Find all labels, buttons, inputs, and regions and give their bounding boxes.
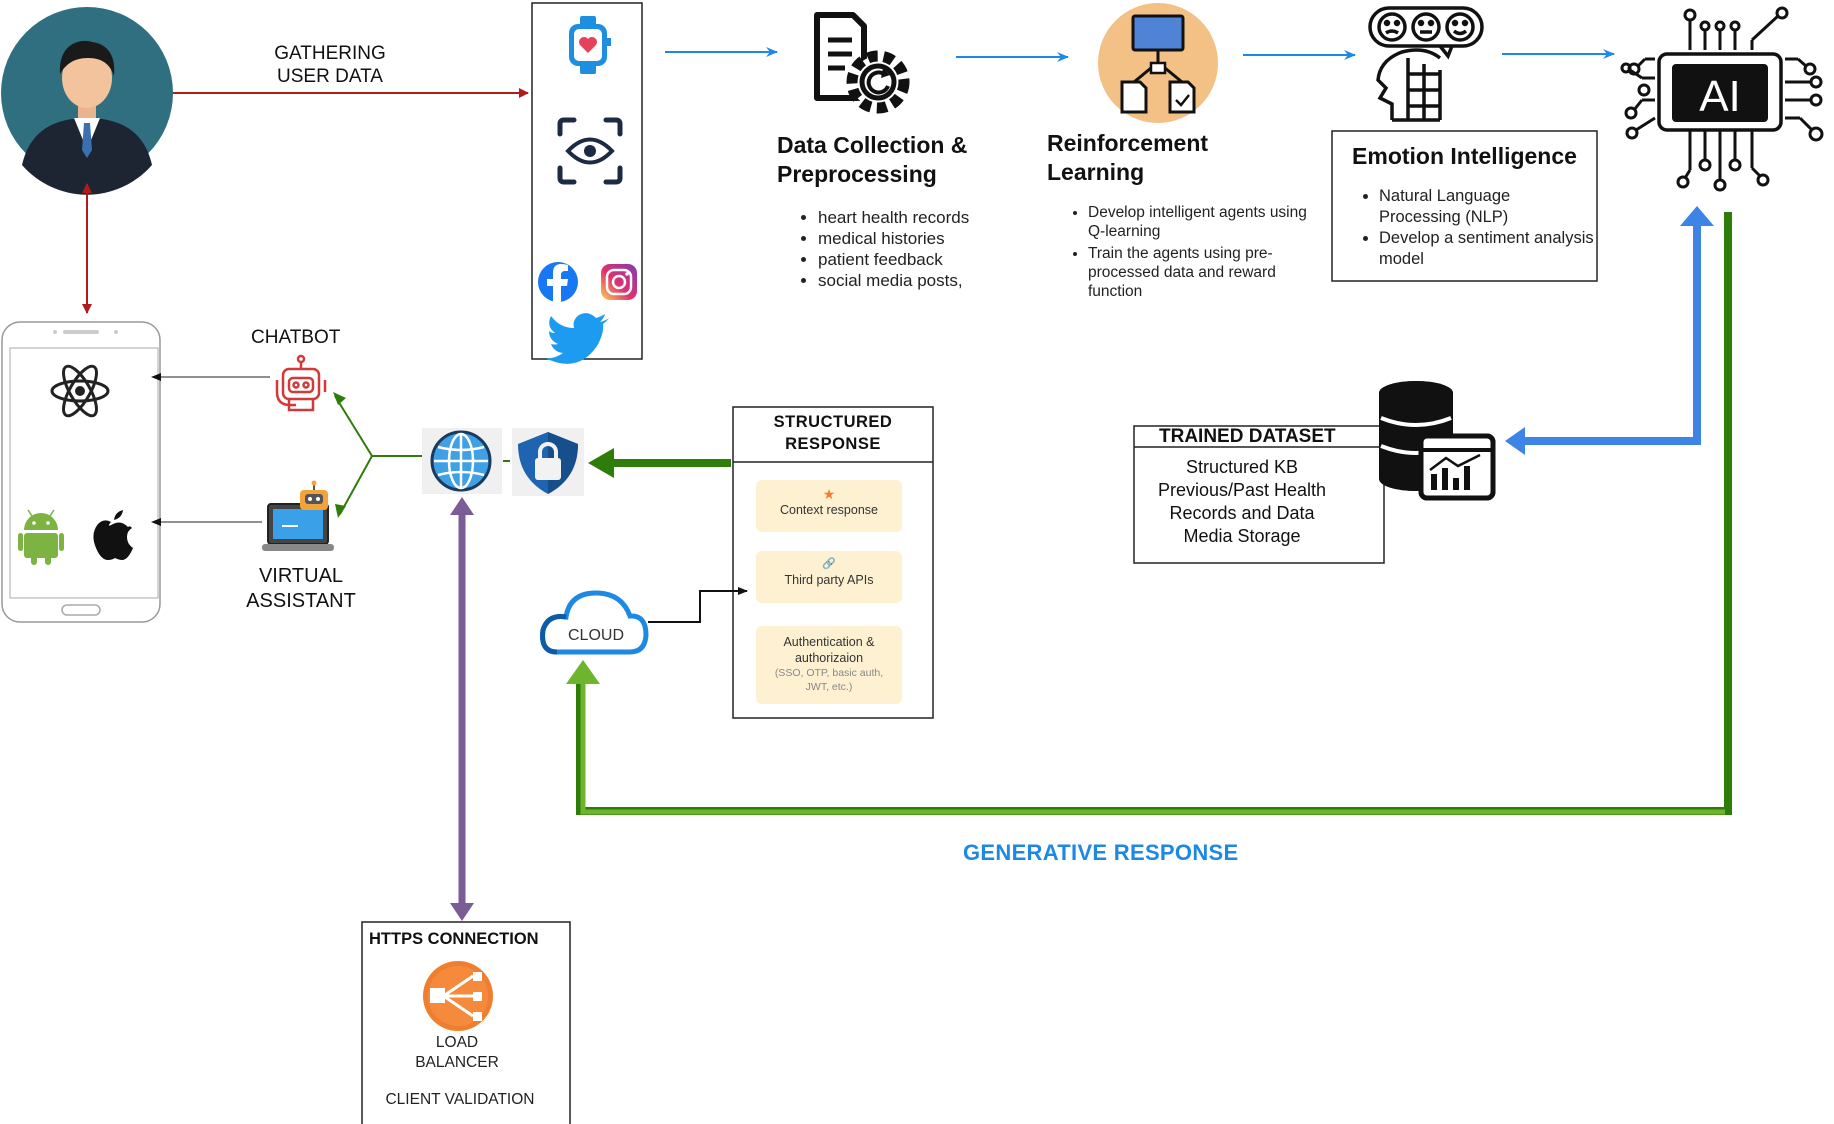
- reinforcement-title-line-2: Learning: [1047, 159, 1145, 185]
- reinforcement-item: Train the agents using pre-processed dat…: [1088, 244, 1328, 301]
- globe-up-arrowhead: [450, 497, 474, 515]
- database-icon-overlay: [1379, 381, 1496, 501]
- ai-chip-label: AI: [1699, 72, 1741, 121]
- security-shield-lock-icon: [512, 428, 584, 496]
- gathering-label-line-2: USER DATA: [277, 66, 383, 87]
- generative-response-label: GENERATIVE RESPONSE: [963, 840, 1239, 865]
- trained-dataset-line: Previous/Past Health: [1157, 480, 1327, 500]
- reinforcement-list: Develop intelligent agents using Q-learn…: [1066, 203, 1328, 301]
- globe-branch-arrows: [334, 395, 425, 515]
- context-response-label: Context response: [780, 503, 878, 517]
- twitter-icon: [545, 313, 609, 364]
- virtual-assistant-line-1: VIRTUAL: [258, 565, 344, 587]
- cloud-icon: [540, 590, 649, 655]
- ai-chip-icon: AI: [1620, 6, 1824, 192]
- structured-response-title: STRUCTURED RESPONSE: [733, 411, 933, 455]
- chatbot-arrowhead: [333, 392, 346, 405]
- cloud-label: CLOUD: [567, 627, 624, 644]
- user-avatar-icon: [1, 7, 173, 195]
- star-icon: ★: [822, 486, 836, 502]
- context-response-card: ★ Context response: [756, 480, 902, 532]
- data-collection-item: heart health records: [818, 207, 969, 228]
- authentication-sub-2: JWT, etc.): [805, 681, 853, 693]
- authentication-card: Authentication & authorizaion (SSO, OTP,…: [756, 626, 902, 704]
- globe-icon: [422, 428, 502, 494]
- load-balancer-line-1: LOAD: [435, 1034, 479, 1051]
- cloud-up-arrowhead: [566, 660, 600, 684]
- emotion-item: Develop a sentiment analysis model: [1379, 228, 1594, 270]
- apple-icon: [93, 510, 133, 560]
- reinforcement-title-line-1: Reinforcement: [1047, 130, 1209, 156]
- third-party-apis-label: Third party APIs: [784, 573, 874, 587]
- instagram-icon: [601, 264, 637, 300]
- generative-response-line-light: [580, 672, 1725, 815]
- emotion-intelligence-box: [1331, 130, 1598, 282]
- data-processing-gear-icon: [814, 12, 910, 114]
- load-balancer-icon: [423, 961, 493, 1031]
- emotion-item: Natural Language Processing (NLP): [1379, 186, 1594, 228]
- trained-dataset-line: Structured KB: [1185, 457, 1299, 477]
- android-icon: [18, 509, 64, 565]
- data-collection-title-line-2: Preprocessing: [777, 161, 937, 187]
- ai-up-arrowhead: [1680, 206, 1714, 226]
- trained-dataset-line: Records and Data: [1169, 503, 1315, 523]
- link-icon: 🔗: [822, 558, 836, 570]
- authentication-label-1: Authentication &: [783, 635, 875, 649]
- virtual-assistant-line-2: ASSISTANT: [246, 590, 356, 612]
- data-collection-item: social media posts,: [818, 270, 969, 291]
- eye-scan-icon: [557, 117, 623, 185]
- virtual-assistant-label: VIRTUAL ASSISTANT: [236, 564, 366, 614]
- chatbot-robot-icon: [275, 354, 327, 412]
- facebook-icon: [538, 262, 578, 302]
- data-collection-item: patient feedback: [818, 249, 969, 270]
- data-collection-list: heart health records medical histories p…: [796, 207, 969, 291]
- reinforcement-item: Develop intelligent agents using Q-learn…: [1088, 203, 1328, 241]
- https-down-arrowhead: [450, 903, 474, 921]
- laptop-assistant-icon: [262, 480, 334, 551]
- reinforcement-title: Reinforcement Learning: [1047, 129, 1208, 187]
- data-collection-item: medical histories: [818, 228, 969, 249]
- data-collection-title: Data Collection & Preprocessing: [777, 131, 967, 189]
- structured-response-title-line-1: STRUCTURED: [773, 413, 893, 431]
- smartwatch-icon: [569, 16, 611, 74]
- response-to-shield-arrowhead: [588, 448, 614, 478]
- gathering-label-line-1: GATHERING: [274, 43, 386, 64]
- emotion-intelligence-title: Emotion Intelligence: [1352, 143, 1577, 169]
- trained-dataset-content: Structured KB Previous/Past Health Recor…: [1134, 456, 1350, 548]
- gathering-user-data-label: GATHERING USER DATA: [255, 42, 405, 88]
- trained-dataset-box: [1133, 425, 1385, 564]
- cloud-to-apis-arrow: [648, 587, 748, 623]
- data-collection-title-line-1: Data Collection &: [777, 132, 968, 158]
- emotion-intelligence-list: Natural Language Processing (NLP) Develo…: [1357, 186, 1594, 270]
- assistant-arrowhead: [335, 504, 346, 518]
- load-balancer-line-2: BALANCER: [415, 1054, 499, 1071]
- network-workflow-icon: [1098, 3, 1218, 123]
- trained-dataset-line: Media Storage: [1183, 526, 1301, 546]
- client-validation-label: CLIENT VALIDATION: [385, 1091, 535, 1108]
- dataset-left-arrowhead: [1505, 427, 1525, 455]
- authentication-sub-1: (SSO, OTP, basic auth,: [774, 667, 884, 679]
- third-party-apis-card: 🔗 Third party APIs: [756, 551, 902, 603]
- trained-dataset-title: TRAINED DATASET: [1159, 426, 1336, 447]
- load-balancer-label: LOAD BALANCER: [412, 1033, 502, 1073]
- emotion-faces-head-icon: [1368, 6, 1484, 122]
- authentication-label-2: authorizaion: [794, 651, 864, 665]
- https-connection-title: HTTPS CONNECTION: [369, 930, 539, 948]
- ai-to-dataset-line: [1522, 222, 1701, 445]
- smartphone-icon: [1, 321, 161, 623]
- structured-response-title-line-2: RESPONSE: [785, 435, 881, 453]
- react-icon: [50, 364, 110, 418]
- chatbot-label: CHATBOT: [251, 327, 341, 348]
